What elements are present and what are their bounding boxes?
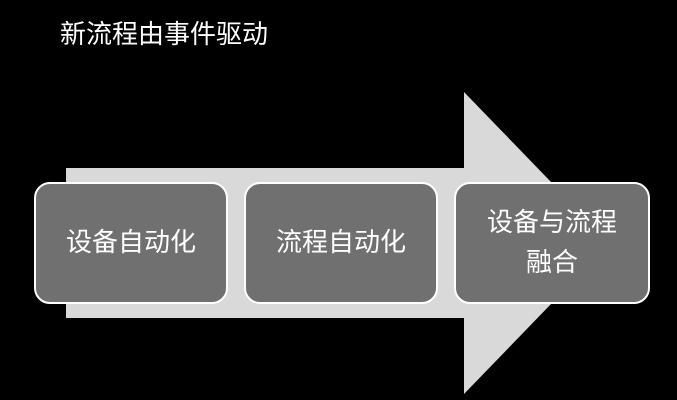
step-box-device-process-fusion: 设备与流程融合 <box>454 182 650 304</box>
step-label: 设备与流程融合 <box>486 208 617 278</box>
step-box-device-automation: 设备自动化 <box>34 182 228 304</box>
page-title: 新流程由事件驱动 <box>60 20 269 50</box>
step-label: 流程自动化 <box>275 228 406 258</box>
step-box-process-automation: 流程自动化 <box>244 182 438 304</box>
step-label: 设备自动化 <box>65 228 196 258</box>
